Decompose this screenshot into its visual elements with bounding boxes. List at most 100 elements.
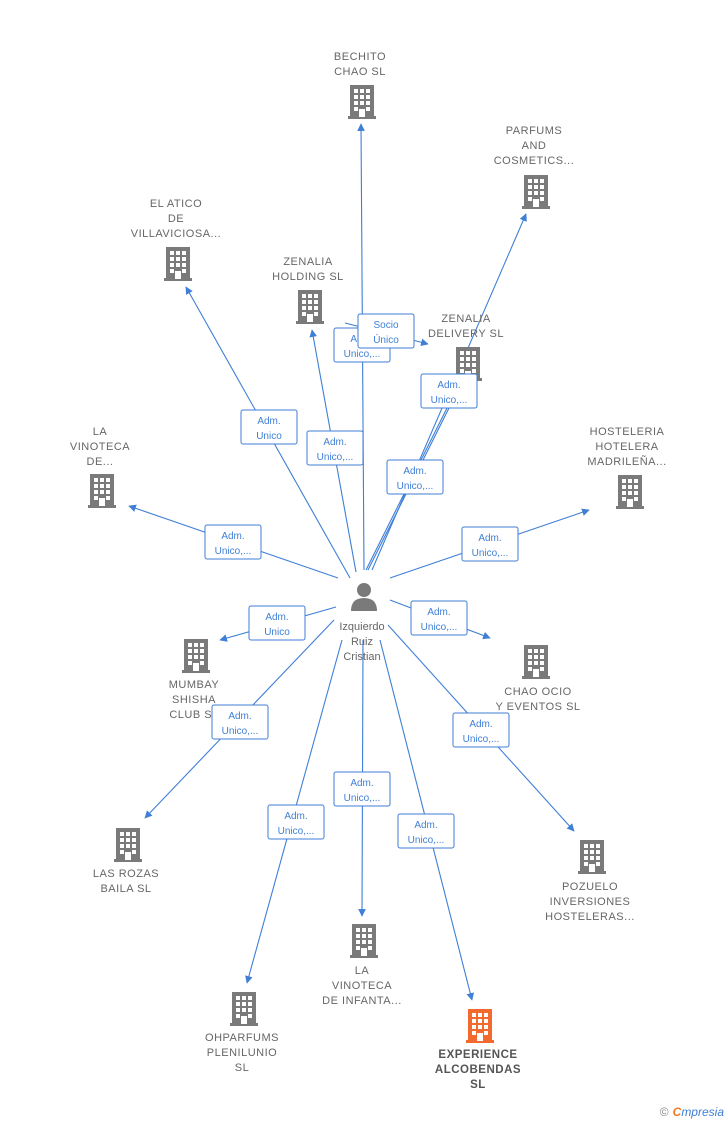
edge-label-vinoteca-infanta[interactable]: Adm. Unico,... [333,771,391,807]
company-node-atico[interactable]: EL ATICODEVILLAVICIOSA... [131,198,221,281]
building-icon [466,1009,494,1043]
company-name-line: SL [235,1062,249,1074]
company-name-line: HOSTELERAS... [545,911,635,923]
building-icon [348,85,376,119]
company-name-line: DE INFANTA... [322,995,402,1007]
company-name-line: DE... [87,456,114,468]
edge-label-chao-ocio[interactable]: Adm. Unico,... [410,600,468,636]
building-icon [522,175,550,209]
edge-label-text: Unico [264,627,290,638]
edge-label-text: Adm. [323,437,346,448]
company-name-line: HOLDING SL [272,271,344,283]
edge-label-text: Unico,... [222,726,259,737]
company-name-line: SL [470,1079,486,1091]
edge-label-box [240,409,298,445]
company-name-line: INVERSIONES [550,896,631,908]
edge-label-text: Adm. [284,811,307,822]
company-name-line: EXPERIENCE [438,1049,517,1061]
edge-label-text: Adm. [403,466,426,477]
edge-label-box [248,605,306,641]
edge-label-box [397,813,455,849]
company-node-experience[interactable]: EXPERIENCE ALCOBENDAS SL [435,1009,521,1091]
edge-label-text: Adm. [414,820,437,831]
company-name-line: MUMBAY [169,679,220,691]
edge-label-ohparfums[interactable]: Adm.Unico,... [267,804,325,840]
company-node-rozas[interactable]: LAS ROZAS BAILA SL [93,828,159,895]
company-name-line: LA [355,965,370,977]
company-name-line: DE [168,213,184,225]
edge-label-zenalia-holding[interactable]: Adm.Unico,... [306,430,364,466]
company-name-line: OHPARFUMS [205,1032,279,1044]
company-node-vinoteca-infanta[interactable]: LA VINOTECA DE INFANTA... [322,924,402,1007]
company-name-line: BAILA SL [100,883,151,895]
edge-label-hosteleria[interactable]: Adm.Unico,... [461,526,519,562]
company-name-line: PLENILUNIO [207,1047,277,1059]
edge-label-text: Unico,... [344,793,381,804]
company-node-zenalia-delivery[interactable]: ZENALIA DELIVERY SL [428,313,504,381]
company-name-line: MADRILEÑA... [587,455,666,468]
copyright-icon: © [659,1105,669,1119]
edge-label-text: Adm. [350,778,373,789]
edge-label-text: Único [373,333,399,346]
edge-label-parfums[interactable]: Adm.Unico,... [420,373,478,409]
company-name-line: DELIVERY SL [428,328,504,340]
company-name-line: ALCOBENDAS [435,1064,521,1076]
edge-label-text: Socio [373,320,398,331]
edge-label-text: Adm. [427,607,450,618]
company-name-line: BECHITO [334,51,386,63]
company-node-pozuelo[interactable]: POZUELOINVERSIONESHOSTELERAS... [545,840,635,923]
company-node-hosteleria[interactable]: HOSTELERIA HOTELERA MADRILEÑA... [587,426,666,509]
edge-label-text: Adm. [478,533,501,544]
company-name-line: SHISHA [172,694,216,706]
company-name-line: VINOTECA [70,441,130,453]
empresia-logo[interactable]: ©Cmpresia [659,1105,724,1119]
person-name-line: Cristian [343,651,380,663]
edge-label-text: Unico,... [344,349,381,360]
company-name-line: LAS ROZAS [93,868,159,880]
building-icon [522,645,550,679]
edge-label-text: Adm. [221,531,244,542]
edge-label-box [410,600,468,636]
building-icon [114,828,142,862]
edge-label-experience[interactable]: Adm. Unico,... [397,813,455,849]
edge-label-text: Unico,... [431,395,468,406]
edge-label-text: Adm. [257,416,280,427]
company-node-la-vinoteca-de[interactable]: LAVINOTECADE... [70,426,130,508]
company-node-zenalia-holding[interactable]: ZENALIA HOLDING SL [272,256,344,324]
edge-label-text: Unico,... [421,622,458,633]
edge-label-atico[interactable]: Adm.Unico [240,409,298,445]
edge-label-la-vinoteca-de[interactable]: Adm. Unico,... [204,524,262,560]
building-icon [230,992,258,1026]
edge-label-box [211,704,269,740]
edge-label-text: Adm. [265,612,288,623]
edge-label-box [204,524,262,560]
company-name-line: HOTELERA [595,441,658,453]
edge-label-box [306,430,364,466]
company-node-parfums[interactable]: PARFUMSANDCOSMETICS... [494,125,575,209]
edge-label-zenalia-delivery[interactable]: Adm.Unico,... [386,459,444,495]
edge-label-box [267,804,325,840]
company-node-ohparfums[interactable]: OHPARFUMS PLENILUNIO SL [205,992,279,1074]
company-name-line: ZENALIA [441,313,491,325]
edge-label-mumbay[interactable]: Adm. Unico [248,605,306,641]
building-icon [350,924,378,958]
building-icon [578,840,606,874]
edge-label-rozas[interactable]: Adm.Unico,... [211,704,269,740]
edge-label-text: Unico,... [408,835,445,846]
edge-label-box [461,526,519,562]
edge-label-text: Unico,... [215,546,252,557]
company-name-line: EL ATICO [150,198,202,210]
building-icon [88,474,116,508]
person-name-line: Izquierdo [339,621,384,633]
company-name-line: VINOTECA [332,980,392,992]
company-name-line: HOSTELERIA [590,426,665,438]
company-name-line: ZENALIA [283,256,333,268]
building-icon [164,247,192,281]
edge-label-pozuelo[interactable]: Adm.Unico,... [452,712,510,748]
company-name-line: PARFUMS [506,125,562,137]
